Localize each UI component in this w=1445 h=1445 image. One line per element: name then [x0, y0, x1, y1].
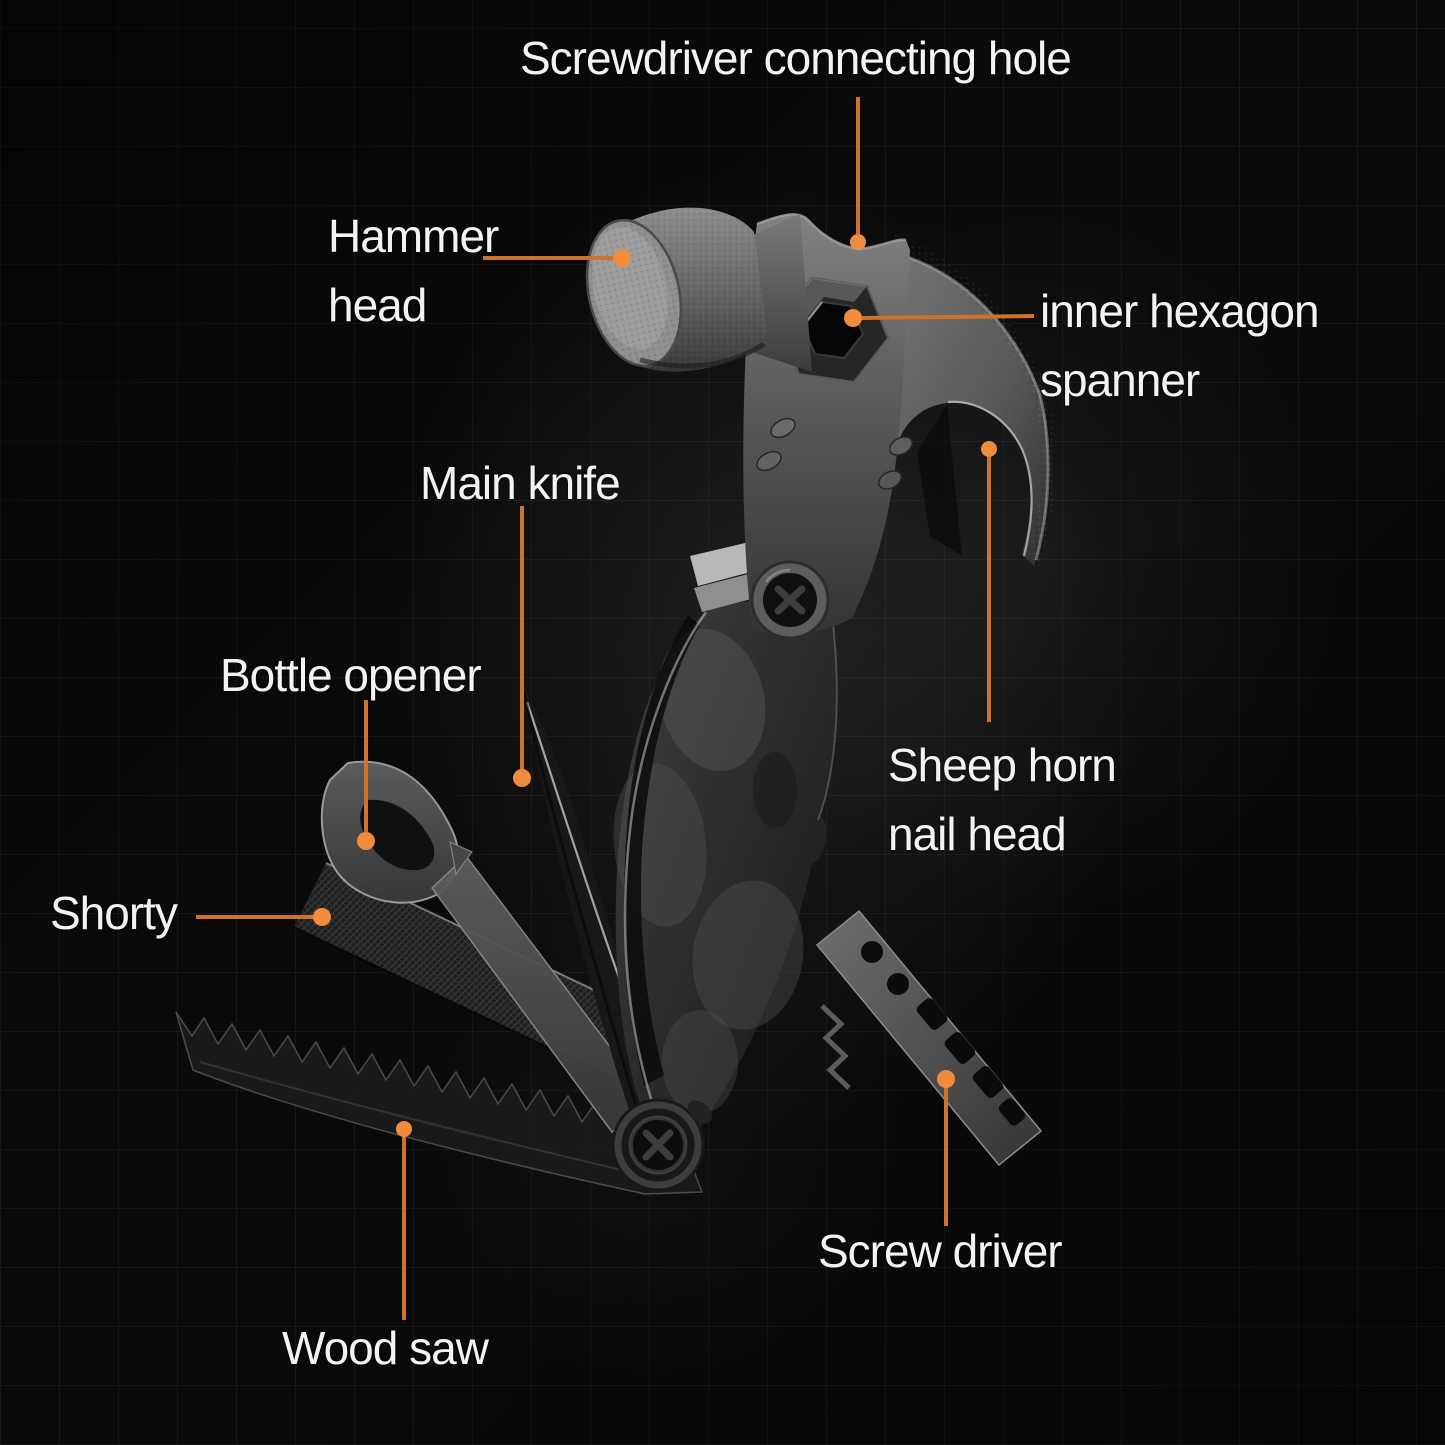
pocket-clip: [820, 1004, 851, 1090]
leader-wood-saw: [396, 1121, 412, 1320]
leader-main-knife: [513, 506, 531, 787]
label-screw-driver: Screw driver: [818, 1225, 1063, 1277]
bottom-pivot-screw: [611, 1098, 713, 1192]
leader-hammer-head: [483, 249, 631, 267]
leader-screw-driver: [937, 1070, 955, 1226]
label-bottle-opener: Bottle opener: [220, 649, 482, 701]
label-wood-saw: Wood saw: [282, 1322, 489, 1374]
label-hammer-head: Hammer head: [328, 210, 499, 331]
top-pivot-screw: [750, 560, 830, 640]
screw-driver-extension-part: [815, 909, 1043, 1167]
label-inner-hexagon-spanner: inner hexagon spanner: [1040, 285, 1320, 406]
leader-inner-hexagon: [844, 309, 1035, 327]
leader-shorty: [196, 908, 331, 926]
label-main-knife: Main knife: [420, 457, 621, 509]
leader-lines: [196, 97, 1035, 1320]
hammer-head-part: [585, 207, 768, 372]
leader-screwdriver-hole: [850, 97, 866, 250]
claw-part: [872, 233, 1056, 566]
leader-sheep-horn: [981, 441, 997, 722]
bottle-opener-part: [320, 760, 652, 1134]
label-screwdriver-connecting-hole: Screwdriver connecting hole: [520, 32, 1072, 84]
handle-part: [613, 600, 838, 1168]
label-sheep-horn-nail-head: Sheep horn nail head: [888, 739, 1117, 860]
leader-bottle-opener: [357, 700, 375, 850]
label-shorty: Shorty: [50, 887, 178, 939]
